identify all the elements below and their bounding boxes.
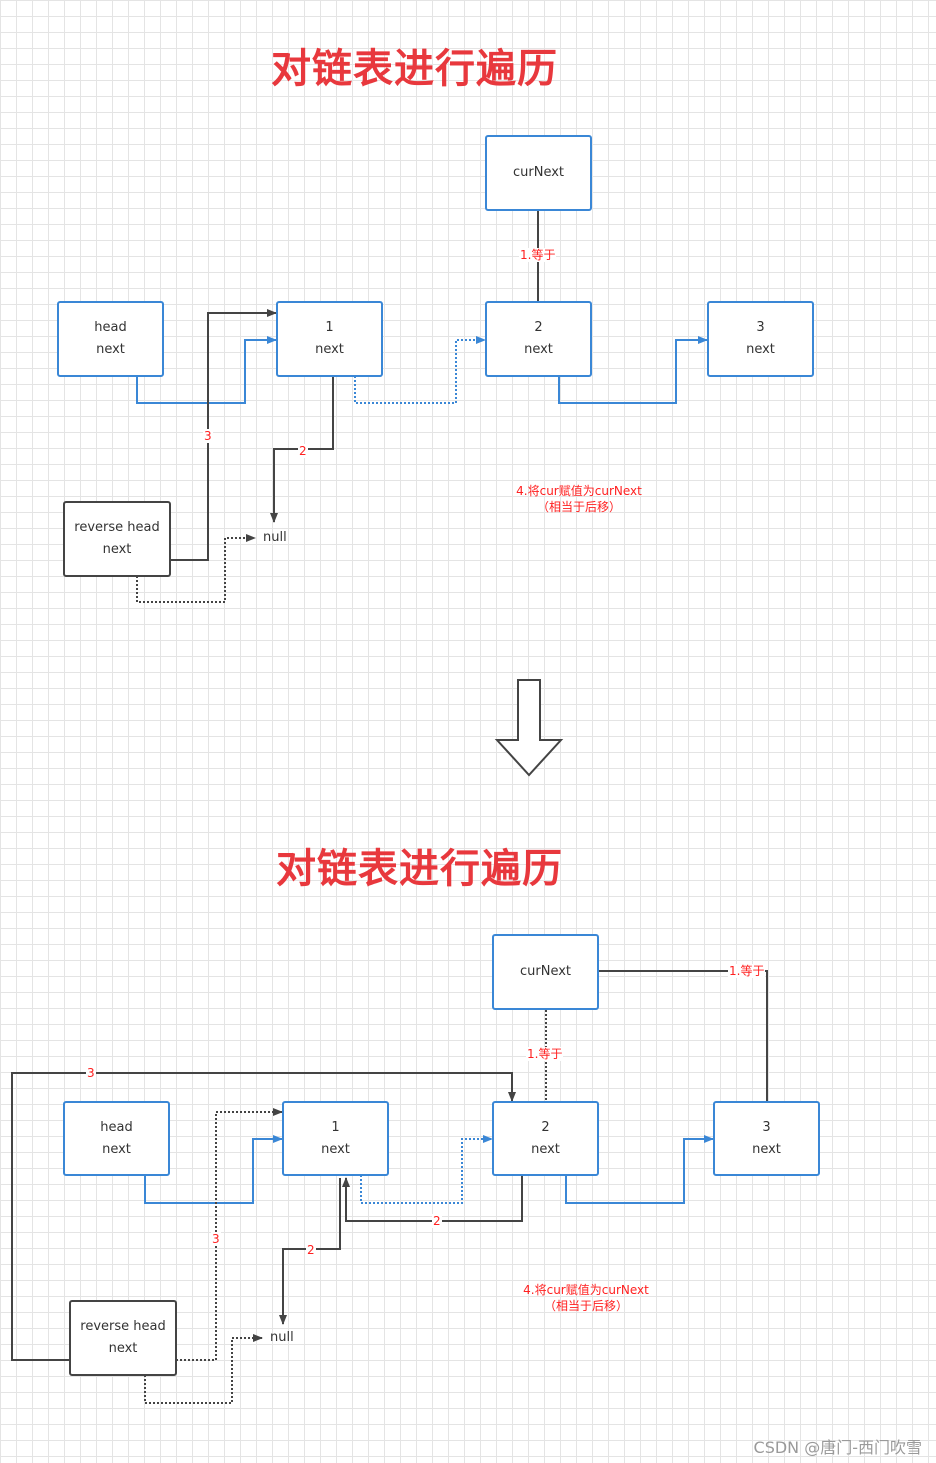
d1-null-label: null	[263, 530, 287, 545]
d2-node-2: 2 next	[492, 1101, 599, 1176]
d2-label-step2-null: 2	[306, 1243, 316, 1257]
d2-node-1: 1 next	[282, 1101, 389, 1176]
d1-reverse-head-next: next	[102, 542, 132, 557]
d2-note-line2: （相当于后移）	[543, 1299, 628, 1313]
diagram1-title: 对链表进行遍历	[271, 46, 558, 92]
d2-node-2-next: next	[531, 1141, 560, 1157]
d2-rev-to-n2	[11, 1072, 516, 1361]
d2-reverse-head-label: reverse head	[80, 1319, 166, 1334]
d1-label-equals: 1.等于	[519, 248, 557, 262]
d2-label-equals-dotted: 1.等于	[526, 1047, 564, 1061]
d1-note: 4.将cur赋值为curNext （相当于后移）	[505, 483, 653, 515]
d2-reverse-head-node: reverse head next	[69, 1300, 177, 1376]
d2-label-step3-mid: 3	[211, 1232, 221, 1246]
d1-head-label: head	[94, 320, 127, 335]
d1-n2-to-n3	[558, 336, 708, 404]
d1-n1-to-n2-dotted	[354, 336, 486, 404]
diagram2-title: 对链表进行遍历	[276, 846, 563, 892]
d2-node-1-value: 1	[331, 1119, 340, 1135]
d1-node-2: 2 next	[485, 301, 592, 377]
d1-head-next: next	[96, 342, 125, 357]
d2-head-next: next	[102, 1141, 131, 1157]
d1-node-2-value: 2	[534, 320, 543, 335]
d2-curnext-to-n3	[598, 970, 768, 1102]
d1-head-node: head next	[57, 301, 164, 377]
d1-curnext-label: curNext	[512, 165, 565, 180]
d2-head-label: head	[100, 1119, 133, 1135]
d2-curnext-label: curNext	[519, 964, 572, 979]
d1-label-step2: 2	[298, 444, 308, 458]
d1-head-to-n1	[136, 336, 277, 404]
d1-node-3-value: 3	[756, 320, 765, 335]
d1-reverse-head-node: reverse head next	[63, 501, 171, 577]
d2-curnext-node: curNext	[492, 934, 599, 1010]
d2-head-node: head next	[63, 1101, 170, 1176]
d2-n1-to-n2-dotted	[360, 1135, 493, 1204]
d2-node-3: 3 next	[713, 1101, 820, 1176]
d2-null-label: null	[270, 1330, 294, 1345]
d2-label-step2-n2: 2	[432, 1214, 442, 1228]
d2-rev-to-null-dotted	[144, 1334, 263, 1404]
d1-label-step3: 3	[203, 429, 213, 443]
d2-reverse-head-next: next	[108, 1341, 138, 1356]
d2-node-3-next: next	[752, 1141, 781, 1157]
d1-note-line1: 4.将cur赋值为curNext	[516, 484, 642, 498]
d1-node-3-next: next	[746, 342, 775, 357]
d1-node-1: 1 next	[276, 301, 383, 377]
d2-n2-to-n3	[565, 1135, 714, 1204]
d1-rev-to-null-dotted	[136, 534, 256, 603]
d1-node-3: 3 next	[707, 301, 814, 377]
d2-node-1-next: next	[321, 1141, 350, 1157]
d2-label-equals-right: 1.等于	[728, 964, 766, 978]
csdn-watermark: CSDN @唐门-西门吹雪	[753, 1438, 922, 1457]
d2-node-3-value: 3	[762, 1119, 771, 1135]
d1-reverse-head-label: reverse head	[74, 520, 160, 535]
d2-note-line1: 4.将cur赋值为curNext	[523, 1283, 649, 1297]
d2-note: 4.将cur赋值为curNext （相当于后移）	[512, 1282, 660, 1314]
d1-curnext-node: curNext	[485, 135, 592, 211]
down-arrow-icon	[494, 679, 564, 777]
d2-head-to-n1	[144, 1135, 283, 1204]
d2-label-step3-top: 3	[86, 1066, 96, 1080]
d1-node-1-value: 1	[325, 320, 334, 335]
d2-node-2-value: 2	[541, 1119, 550, 1135]
d1-note-line2: （相当于后移）	[536, 500, 621, 514]
d1-node-2-next: next	[524, 342, 553, 357]
d1-node-1-next: next	[315, 342, 344, 357]
